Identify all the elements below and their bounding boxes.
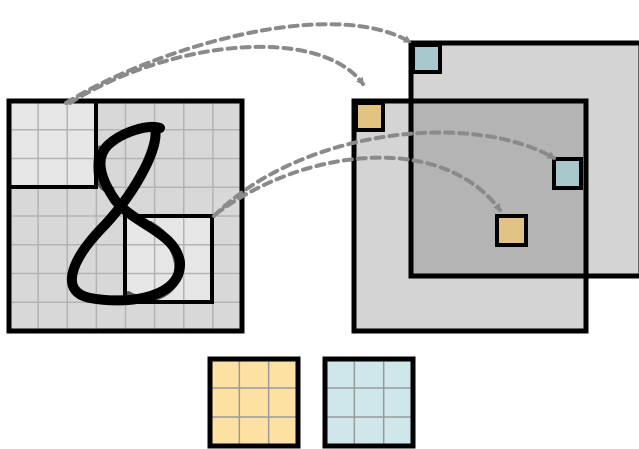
receptive-field-top-left — [9, 101, 96, 187]
arrow-2 — [70, 47, 363, 103]
feature-pixel-blue-1 — [413, 45, 440, 72]
input-image — [9, 101, 242, 331]
kernel-yellow — [210, 359, 298, 446]
feature-pixel-yellow-2 — [497, 216, 526, 245]
arrow-1 — [66, 24, 410, 103]
feature-maps — [354, 43, 639, 331]
feature-pixel-yellow-1 — [356, 103, 383, 130]
kernel-yellow-fill — [210, 359, 298, 446]
kernel-blue — [325, 359, 413, 446]
feature-pixel-blue-2 — [554, 159, 581, 188]
kernel-blue-fill — [325, 359, 413, 446]
